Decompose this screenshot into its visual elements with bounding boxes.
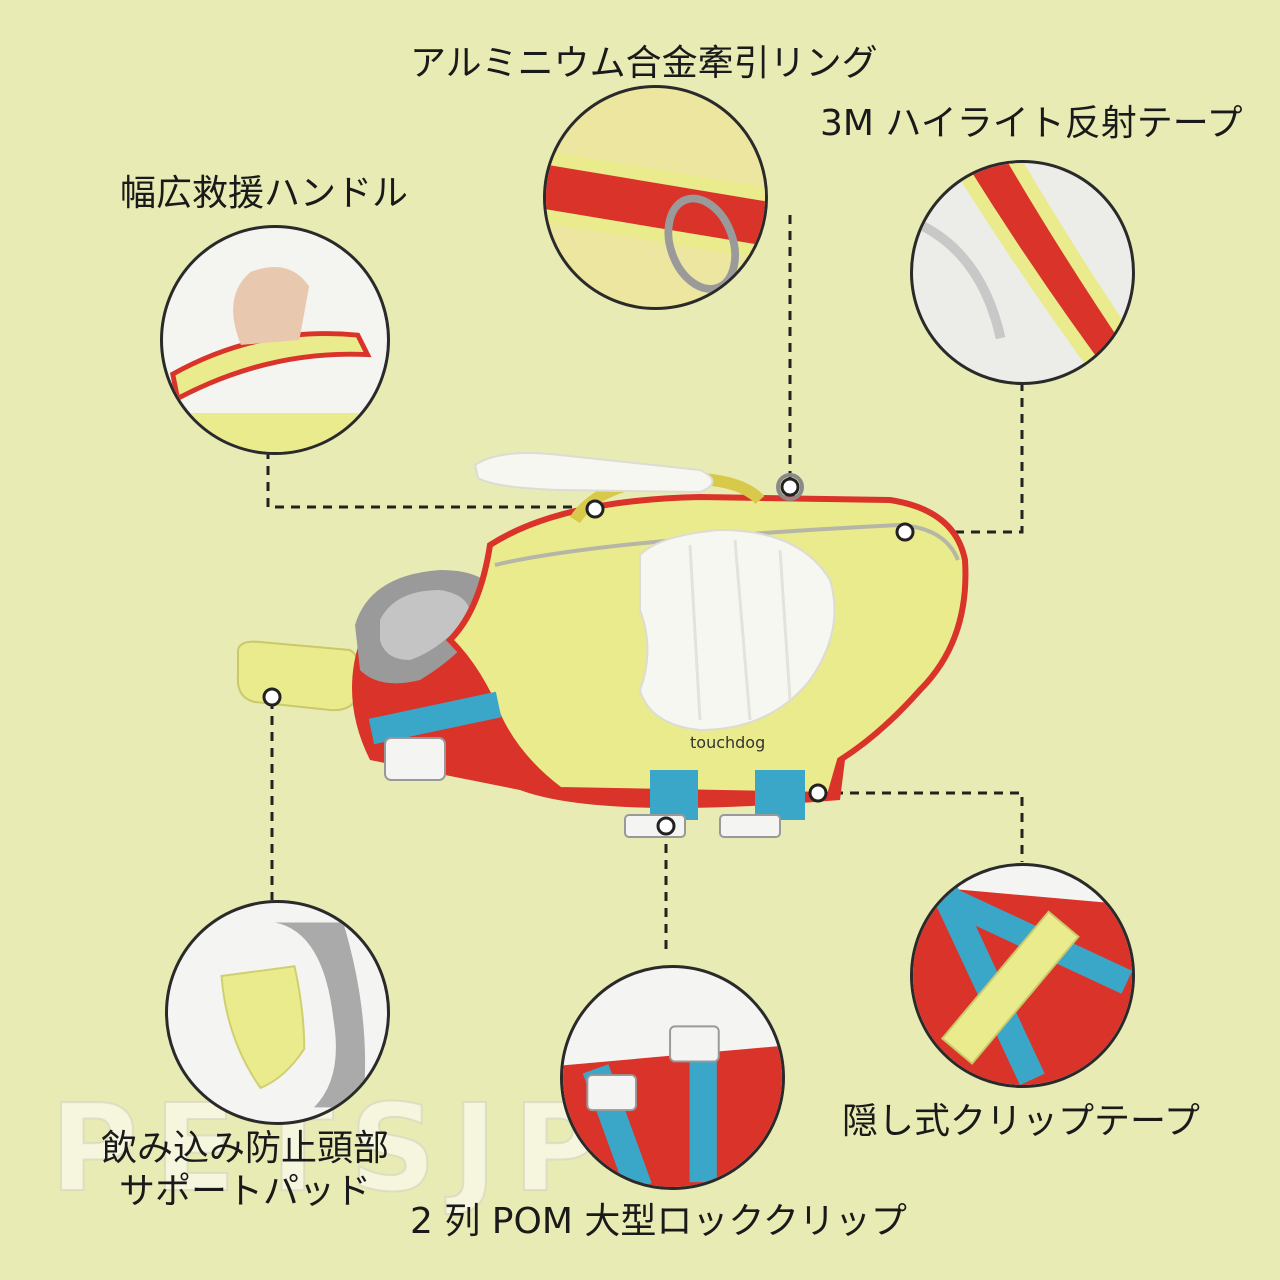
lock-clip-label: 2 列 POM 大型ロッククリップ <box>410 1201 907 1242</box>
head-pad-label-line2: サポートパッド <box>118 1171 371 1213</box>
head-pad-label: 飲み込み防止頭部 サポートパッド <box>85 1127 405 1213</box>
ring-detail-circle <box>543 85 768 310</box>
handle-label: 幅広救援ハンドル <box>120 173 409 214</box>
hidden-tape-detail-circle <box>910 863 1135 1088</box>
hidden-tape-label: 隠し式クリップテープ <box>842 1101 1200 1142</box>
ring-label: アルミニウム合金牽引リング <box>410 43 878 84</box>
reflective-tape-label: 3M ハイライト反射テープ <box>820 103 1243 144</box>
handle-detail-circle <box>160 225 390 455</box>
lock-clip-detail-circle <box>560 965 785 1190</box>
head-pad-detail-circle <box>165 900 390 1125</box>
head-pad-label-line1: 飲み込み防止頭部 <box>100 1128 389 1169</box>
reflective-tape-detail-circle <box>910 160 1135 385</box>
brand-logo-text: touchdog <box>690 733 766 752</box>
